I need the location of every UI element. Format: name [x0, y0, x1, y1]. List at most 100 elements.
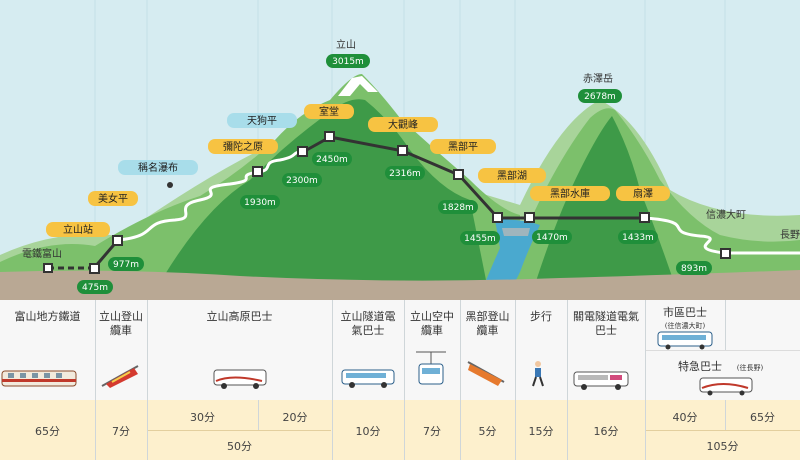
- station-marker-kurobedaira[interactable]: [453, 169, 464, 180]
- label-kurobe-dam: 黑部水庫: [550, 187, 590, 200]
- section-title-highland-bus: 立山高原巴士: [206, 310, 273, 323]
- highland-road: [117, 150, 304, 242]
- mountain-right-shade: [530, 116, 680, 300]
- ground: [0, 270, 800, 300]
- road-to-omachi: [644, 216, 800, 255]
- time-highland-bus-a: 30分: [190, 411, 215, 424]
- label-kurobeko: 黑部湖: [497, 169, 527, 182]
- time-bus-total: 105分: [706, 440, 739, 453]
- label-kurobedaira: 黑部平: [448, 140, 478, 153]
- time-kanden-bus: 16分: [593, 425, 619, 438]
- section-title-trolley-bus: 立山隧道電氣巴士: [340, 310, 396, 337]
- section-title-ropeway: 立山空中纜車: [410, 310, 454, 337]
- label-tateyama: 立山站: [63, 223, 93, 236]
- express-bus-icon: [699, 377, 753, 396]
- elev-kurobe-dam: 1470m: [536, 233, 568, 243]
- electric-bus-icon: [573, 371, 629, 390]
- section-title-toyama-railway: 富山地方鐵道: [14, 310, 81, 323]
- col-divider: [332, 300, 333, 460]
- col-divider: [147, 300, 148, 460]
- col-divider: [95, 300, 96, 460]
- bus-split-line: [645, 430, 800, 431]
- section-subtitle-express-bus: (往長野): [736, 364, 764, 372]
- time-highland-bus-total: 50分: [227, 440, 252, 453]
- elev-peak-akazawa: 2678m: [584, 92, 616, 102]
- bus-row-divider: [645, 350, 800, 351]
- bus-icon: [213, 369, 267, 389]
- section-title-walk: 步行: [530, 310, 552, 323]
- tateyama-tunnel-line: [329, 135, 404, 153]
- transport-table: [0, 300, 800, 460]
- elev-kurobeko: 1455m: [464, 234, 496, 244]
- col-divider: [725, 400, 726, 430]
- time-trolley-bus: 10分: [355, 425, 381, 438]
- station-marker-kurobe-dam[interactable]: [524, 212, 535, 223]
- col-divider: [567, 300, 568, 460]
- kurobe-dam: [502, 228, 530, 236]
- col-divider: [258, 400, 259, 430]
- time-ropeway: 7分: [423, 425, 441, 438]
- label-murodo: 室堂: [319, 105, 339, 118]
- label-daikanbo: 大觀峰: [388, 118, 418, 131]
- elev-murodo: 2450m: [316, 155, 348, 165]
- label-tengudaira: 天狗平: [247, 114, 277, 127]
- label-bijodaira: 美女平: [98, 192, 128, 205]
- time-cable-car: 7分: [112, 425, 130, 438]
- elev-shinano-omachi: 893m: [681, 264, 707, 274]
- section-title-kanden-bus: 關電隧道電氣巴士: [573, 310, 639, 337]
- station-markers: [43, 131, 731, 274]
- col-divider: [515, 300, 516, 460]
- station-marker-bijodaira[interactable]: [112, 235, 123, 246]
- station-marker-ogizawa[interactable]: [639, 212, 650, 223]
- col-divider: [460, 300, 461, 460]
- snow-cap-tateyama: [338, 76, 378, 96]
- label-shinano-omachi: 信濃大町: [706, 208, 746, 221]
- highland-bus-split-line: [147, 430, 331, 431]
- station-marker-dentetsu-toyama[interactable]: [43, 263, 53, 273]
- shomyo-falls-marker: [167, 182, 173, 188]
- kurobe-lake: [478, 219, 540, 300]
- elev-bijodaira: 977m: [113, 260, 139, 270]
- route-map: 立山站 美女平 彌陀之原 室堂 大觀峰 黑部平 黑部湖 黑部水庫 扇澤 天狗平 …: [0, 0, 800, 300]
- section-title-city-bus: 市區巴士: [663, 306, 707, 319]
- station-marker-midagahara[interactable]: [252, 166, 263, 177]
- station-marker-shinano-omachi[interactable]: [720, 248, 731, 259]
- elev-kurobedaira: 1828m: [442, 203, 474, 213]
- ropeway-icon: [416, 351, 446, 385]
- station-marker-tateyama[interactable]: [89, 263, 100, 274]
- time-city-bus: 40分: [672, 411, 698, 424]
- label-midagahara: 彌陀之原: [223, 140, 263, 153]
- cable-car-icon: [467, 361, 505, 386]
- elev-daikanbo: 2316m: [389, 169, 421, 179]
- elevation-badges: 475m 977m 1930m 2300m 2450m 2316m 1828m …: [77, 54, 712, 294]
- section-title-tateyama-cable: 立山登山纜車: [99, 310, 143, 337]
- bus-icon: [657, 331, 713, 350]
- time-toyama-railway: 65分: [35, 425, 60, 438]
- ropeway-line: [402, 149, 460, 177]
- train-icon: [1, 370, 77, 387]
- time-kurobe-cable: 5分: [478, 425, 497, 438]
- station-labels: 立山站 美女平 彌陀之原 室堂 大觀峰 黑部平 黑部湖 黑部水庫 扇澤 天狗平 …: [22, 38, 800, 260]
- col-divider: [645, 300, 646, 460]
- label-shomyo-falls: 稱名瀑布: [138, 161, 178, 174]
- label-ogizawa: 扇澤: [633, 187, 653, 200]
- elev-tengudaira: 2300m: [286, 176, 318, 186]
- station-marker-kurobeko[interactable]: [492, 212, 503, 223]
- section-title-kurobe-cable: 黑部登山纜車: [465, 310, 510, 337]
- time-walk: 15分: [528, 425, 554, 438]
- station-marker-daikanbo[interactable]: [397, 145, 408, 156]
- label-nagano: 長野: [780, 229, 800, 241]
- electric-bus-icon: [341, 369, 395, 388]
- station-marker-murodo[interactable]: [324, 131, 335, 142]
- label-peak-tateyama: 立山: [336, 38, 356, 51]
- kurobe-cable-line: [457, 173, 500, 220]
- label-dentetsu-toyama: 電鐵富山: [22, 247, 62, 260]
- time-express-bus: 65分: [750, 411, 775, 424]
- elev-ogizawa: 1433m: [622, 233, 654, 243]
- section-subtitle-city-bus: (往信濃大町): [664, 322, 706, 330]
- walker-icon: [532, 361, 544, 387]
- elev-midagahara: 1930m: [244, 198, 276, 208]
- time-highland-bus-b: 20分: [282, 411, 308, 424]
- station-marker-tengudaira[interactable]: [297, 146, 308, 157]
